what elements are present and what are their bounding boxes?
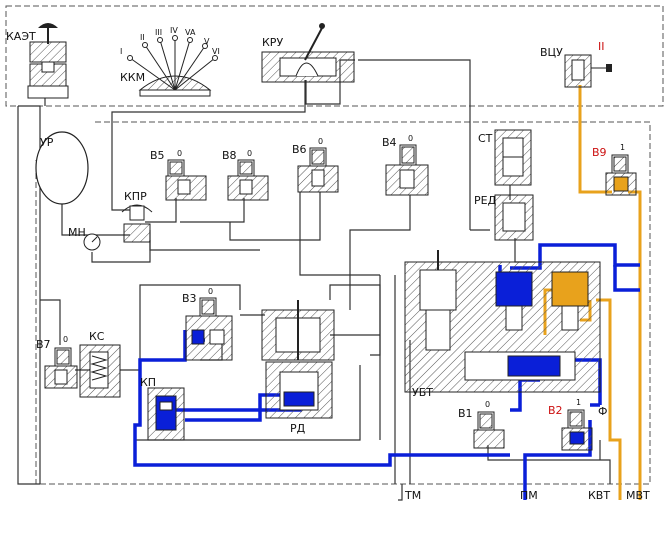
position-iii: III (155, 28, 162, 37)
ubt-label: УБТ (412, 386, 433, 399)
vcu-number: II (598, 40, 605, 53)
v1-label: В1 (458, 407, 473, 420)
port-kvt: КВТ (588, 489, 610, 502)
ks-label: КС (89, 330, 105, 343)
v8-label: В8 (222, 149, 237, 162)
port-labels: ТМ ПМ КВТ МВТ (404, 489, 650, 502)
v9-one: 1 (620, 143, 625, 152)
v6-zero: 0 (318, 137, 323, 146)
v6-label: В6 (292, 143, 307, 156)
ur-reservoir: УР (35, 131, 89, 205)
mn-label: МН (68, 226, 86, 239)
valve-v4[interactable]: 0 В4 (382, 134, 429, 196)
red-label: РЕД (474, 194, 497, 207)
valve-v7[interactable]: 0 В7 (36, 335, 78, 389)
kp-label: КП (140, 376, 156, 389)
kpr-valve[interactable]: КПР (121, 190, 153, 243)
vcu-valve[interactable]: ВЦУ II (540, 40, 612, 88)
v2-one: 1 (576, 398, 581, 407)
v4-zero: 0 (408, 134, 413, 143)
v8-zero: 0 (247, 149, 252, 158)
port-tm: ТМ (404, 489, 421, 502)
kp-valve[interactable]: КП (140, 376, 185, 441)
valve-v9[interactable]: 1 В9 (592, 143, 637, 196)
valve-v1[interactable]: 0 В1 (458, 400, 505, 449)
f-label: Ф (598, 405, 607, 418)
port-mvt: МВТ (626, 489, 650, 502)
v3-label: В3 (182, 292, 197, 305)
ks-valve[interactable]: КС (79, 330, 121, 398)
st-filter[interactable]: СТ (478, 129, 532, 186)
position-va: VA (185, 28, 196, 37)
position-ii: II (140, 33, 145, 42)
st-label: СТ (478, 132, 493, 145)
kazt-label: КАЭТ (6, 30, 36, 43)
kazt-unit[interactable]: КАЭТ (6, 23, 69, 99)
position-vi: VI (212, 47, 220, 56)
kkm-label: ККМ (120, 71, 145, 84)
ur-label: УР (40, 136, 54, 149)
port-pm: ПМ (520, 489, 538, 502)
v5-label: В5 (150, 149, 165, 162)
v4-label: В4 (382, 136, 397, 149)
v7-label: В7 (36, 338, 51, 351)
dashed-enclosures (5, 5, 664, 485)
vcu-label: ВЦУ (540, 46, 563, 59)
v5-zero: 0 (177, 149, 182, 158)
v3-zero: 0 (208, 287, 213, 296)
red-reducer[interactable]: РЕД (474, 194, 534, 241)
position-iv: IV (170, 26, 178, 35)
kru-label: КРУ (262, 36, 283, 49)
valve-v3[interactable]: 0 В3 (182, 287, 233, 361)
valve-v6[interactable]: 0 В6 (292, 137, 339, 193)
valve-v8[interactable]: 0 В8 (222, 149, 269, 201)
v1-zero: 0 (485, 400, 490, 409)
position-i: I (120, 47, 122, 56)
kru-valve[interactable]: КРУ (261, 23, 355, 83)
rd-regulator[interactable]: РД (261, 300, 335, 435)
v2-label: В2 (548, 404, 563, 417)
valve-v5[interactable]: 0 В5 (150, 149, 207, 201)
ubt-block[interactable]: УБТ (404, 250, 601, 399)
valve-v2[interactable]: 1 В2 Ф (548, 398, 607, 451)
rd-label: РД (290, 422, 306, 435)
kkm-controller[interactable]: I II III IV VA V VI ККМ (120, 26, 220, 97)
position-v: V (204, 37, 210, 46)
mn-gauge: МН (68, 226, 101, 251)
v7-zero: 0 (63, 335, 68, 344)
v9-label: В9 (592, 146, 607, 159)
kpr-label: КПР (124, 190, 147, 203)
